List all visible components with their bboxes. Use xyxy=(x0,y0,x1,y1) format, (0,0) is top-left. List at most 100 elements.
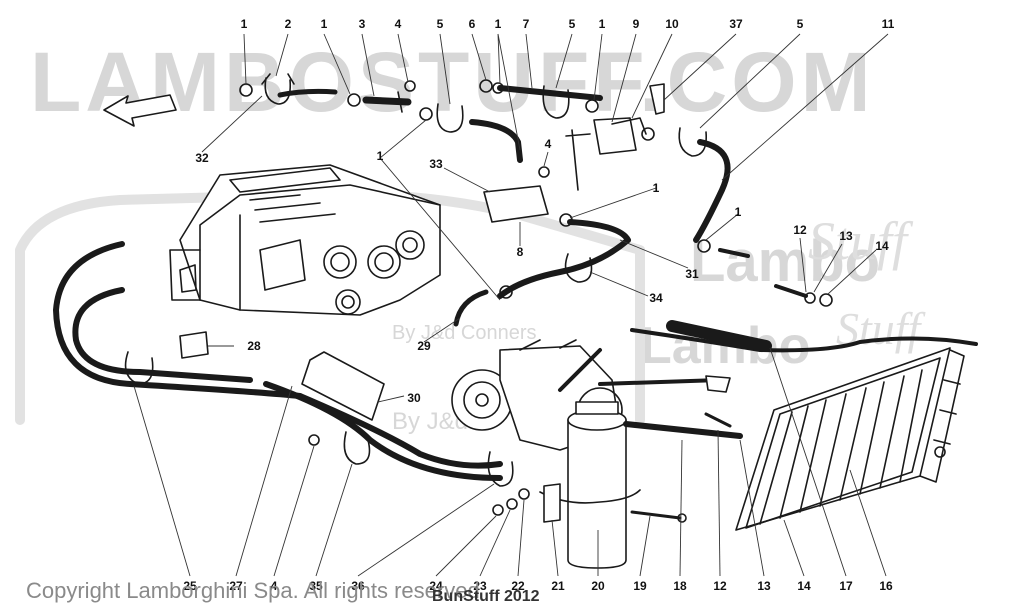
callout-mid-5: 8 xyxy=(517,245,524,259)
callout-bottom-11: 18 xyxy=(673,579,687,593)
callout-top-7: 1 xyxy=(495,17,502,31)
nut-4c xyxy=(308,434,320,446)
callout-mid-7: 12 xyxy=(793,223,807,237)
clamp-35 xyxy=(343,431,371,465)
callout-top-10: 1 xyxy=(599,17,606,31)
credit-text: BunStuff 2012 xyxy=(432,588,540,605)
valve-9 xyxy=(593,117,637,155)
callout-bottom-0: 25 xyxy=(183,579,197,593)
hose-29 xyxy=(453,289,489,327)
bolt-12 xyxy=(774,284,808,298)
hose-26 xyxy=(297,393,503,469)
pipe-17 xyxy=(630,328,978,353)
fitting-1 xyxy=(718,248,750,258)
nut-4b xyxy=(538,166,550,178)
clamp-5b xyxy=(542,85,570,119)
hose-27 xyxy=(72,287,253,383)
callout-mid-3: 4 xyxy=(545,137,552,151)
nut-1d xyxy=(479,79,493,93)
hose-25 xyxy=(53,241,303,399)
block-28 xyxy=(179,331,209,359)
nut-1f xyxy=(585,99,599,113)
callout-top-6: 6 xyxy=(469,17,476,31)
nut-23 xyxy=(506,498,518,510)
pipe-18 xyxy=(623,421,743,439)
callout-top-1: 2 xyxy=(285,17,292,31)
nut-24 xyxy=(492,504,504,516)
callout-bottom-14: 14 xyxy=(797,579,811,593)
callout-mid-2: 33 xyxy=(429,157,443,171)
bolt-19 xyxy=(630,510,682,520)
washer-14 xyxy=(819,293,833,307)
callout-mid-10: 31 xyxy=(685,267,699,281)
watermark-main: LAMBOSTUFF.COM xyxy=(30,35,875,129)
hose-27b xyxy=(263,381,503,481)
callout-mid-11: 34 xyxy=(649,291,663,305)
callout-mid-1: 1 xyxy=(377,149,384,163)
hose-31 xyxy=(497,219,631,299)
clamp-2 xyxy=(261,73,295,105)
callout-mid-4: 1 xyxy=(653,181,660,195)
callout-mid-8: 13 xyxy=(839,229,853,243)
callout-bottom-15: 17 xyxy=(839,579,853,593)
pipe-3 xyxy=(362,96,412,106)
callout-top-4: 4 xyxy=(395,17,402,31)
callout-top-13: 37 xyxy=(729,17,743,31)
callout-top-11: 9 xyxy=(633,17,640,31)
callout-top-12: 10 xyxy=(665,17,679,31)
nut-1b xyxy=(347,93,361,107)
hose-2 xyxy=(277,88,338,98)
bracket-t xyxy=(565,129,591,191)
clamp-36 xyxy=(487,451,514,487)
callout-mid-6: 1 xyxy=(735,205,742,219)
shield-30 xyxy=(301,351,385,421)
callout-bottom-8: 21 xyxy=(551,579,565,593)
callout-bottom-1: 27 xyxy=(229,579,243,593)
watermark-side-2: Stuff xyxy=(808,211,908,271)
bolt-12b xyxy=(704,412,732,428)
callout-mid-9: 14 xyxy=(875,239,889,253)
nut-22 xyxy=(518,488,530,500)
callout-bottom-2: 4 xyxy=(271,579,278,593)
pipe-17b xyxy=(666,320,772,352)
callout-top-0: 1 xyxy=(241,17,248,31)
nut-1g xyxy=(641,127,655,141)
callout-top-14: 5 xyxy=(797,17,804,31)
callout-bottom-16: 16 xyxy=(879,579,893,593)
callout-mid-13: 28 xyxy=(247,339,261,353)
callout-bottom-9: 20 xyxy=(591,579,605,593)
nut-1a xyxy=(239,83,253,97)
direction-arrow-icon xyxy=(103,94,177,127)
washer-13 xyxy=(804,292,816,304)
pipe-7 xyxy=(497,85,603,101)
tee-3 xyxy=(397,91,403,113)
callout-top-15: 11 xyxy=(882,17,895,31)
clamp-5a xyxy=(436,103,464,133)
watermark-side-3: By J&d Conners xyxy=(392,322,537,344)
watermark-side-1: Lambo xyxy=(690,229,881,294)
callout-bottom-5: 24 xyxy=(429,579,443,593)
callout-top-9: 5 xyxy=(569,17,576,31)
condenser-16 xyxy=(735,347,965,531)
nut-1j xyxy=(499,285,513,299)
callout-top-2: 1 xyxy=(321,17,328,31)
callout-top-5: 5 xyxy=(437,17,444,31)
engine-block xyxy=(169,164,441,316)
callout-bottom-3: 35 xyxy=(309,579,323,593)
copyright-text: Copyright Lamborghini Spa. All rights re… xyxy=(26,578,480,603)
callout-bottom-10: 19 xyxy=(633,579,647,593)
callout-bottom-7: 22 xyxy=(511,579,525,593)
callout-mid-0: 32 xyxy=(195,151,209,165)
clamp-34 xyxy=(564,253,593,283)
callout-top-8: 7 xyxy=(523,17,530,31)
callout-mid-14: 30 xyxy=(407,391,421,405)
nut-4a xyxy=(404,80,416,92)
callout-bottom-6: 23 xyxy=(473,579,487,593)
clamp-25 xyxy=(124,351,154,385)
hose-6 xyxy=(469,119,523,163)
valve-33 xyxy=(483,185,549,223)
